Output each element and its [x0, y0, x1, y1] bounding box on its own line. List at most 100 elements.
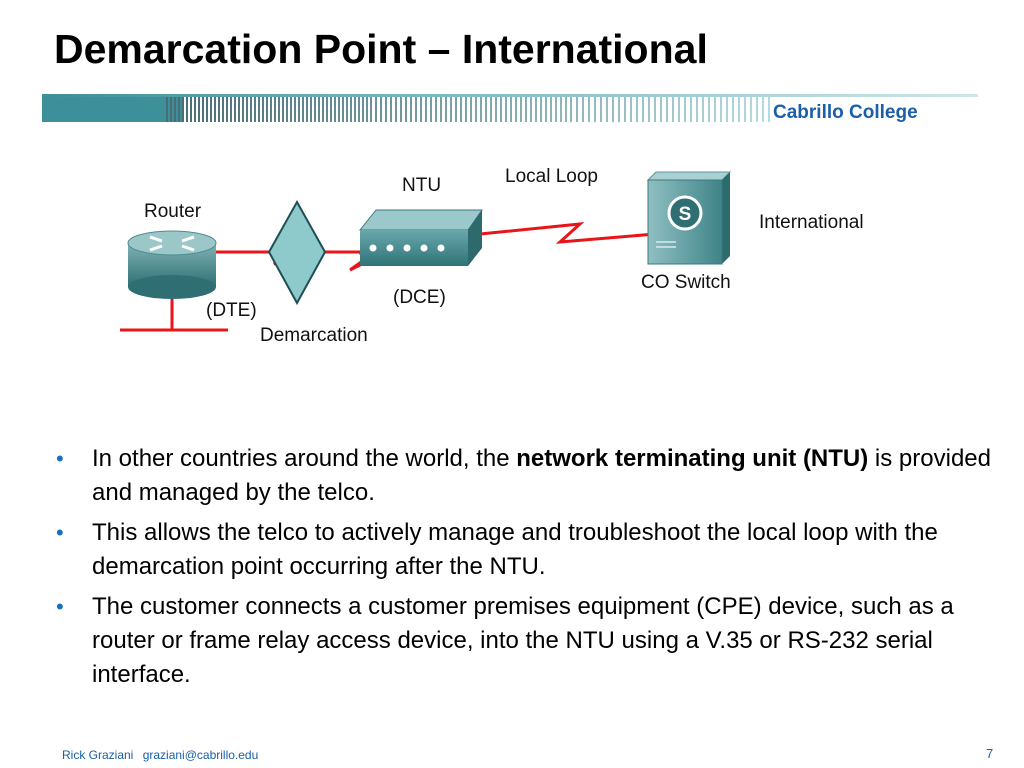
banner-stripe: [250, 97, 252, 122]
header-banner: [42, 94, 978, 122]
banner-stripe: [242, 97, 244, 122]
banner-stripe: [358, 97, 360, 122]
banner-stripe: [366, 97, 368, 122]
bullet-text: is provided and managed by the telco.: [92, 445, 991, 506]
banner-stripe: [254, 97, 256, 122]
banner-stripe: [230, 97, 232, 122]
bullet-item-cpe: • The customer connects a customer premi…: [54, 590, 1004, 692]
banner-stripe: [654, 97, 656, 122]
banner-stripe: [582, 97, 584, 122]
local-loop-line: [479, 222, 656, 244]
banner-stripe: [565, 97, 567, 122]
banner-stripe: [618, 97, 620, 122]
bullet-dot-icon: •: [56, 594, 64, 619]
banner-stripe: [390, 97, 392, 122]
banner-stripe: [206, 97, 208, 122]
banner-stripe: [330, 97, 332, 122]
banner-stripe: [490, 97, 492, 122]
banner-stripe: [338, 97, 340, 122]
banner-stripe: [714, 97, 716, 122]
banner-stripe: [395, 97, 397, 122]
bullet-dot-icon: •: [56, 446, 64, 471]
banner-stripe: [190, 97, 192, 122]
footer-email: graziani@cabrillo.edu: [142, 748, 259, 762]
banner-stripe: [174, 97, 176, 122]
router-label: Router: [144, 201, 202, 222]
banner-stripe: [690, 97, 692, 122]
banner-stripe: [430, 97, 432, 122]
banner-stripe: [246, 97, 248, 122]
banner-stripe: [594, 97, 596, 122]
footer-author: Rick Graziani: [62, 748, 134, 762]
banner-stripe: [560, 97, 562, 122]
banner-stripe: [744, 97, 746, 122]
banner-stripe: [405, 97, 407, 122]
bullet-list: • In other countries around the world, t…: [54, 442, 1004, 698]
banner-stripe: [684, 97, 686, 122]
banner-stripe: [350, 97, 352, 122]
ntu-device-icon: [358, 209, 483, 266]
banner-stripe: [672, 97, 674, 122]
banner-stripe: [334, 97, 336, 122]
banner-stripe: [756, 97, 758, 122]
banner-stripe: [170, 97, 172, 122]
banner-stripe: [342, 97, 344, 122]
dce-label: (DCE): [393, 287, 446, 308]
banner-stripe: [606, 97, 608, 122]
demarcation-label: Demarcation: [260, 325, 368, 346]
banner-stripe: [435, 97, 437, 122]
bullet-item-ntu: • In other countries around the world, t…: [54, 442, 1004, 510]
banner-stripe: [540, 97, 542, 122]
banner-stripe: [696, 97, 698, 122]
banner-stripe: [545, 97, 547, 122]
banner-stripe: [750, 97, 752, 122]
banner-stripe: [425, 97, 427, 122]
banner-stripe: [475, 97, 477, 122]
banner-stripe: [510, 97, 512, 122]
banner-stripe: [630, 97, 632, 122]
banner-stripe: [555, 97, 557, 122]
banner-stripe: [400, 97, 402, 122]
banner-stripe: [410, 97, 412, 122]
banner-stripe: [262, 97, 264, 122]
banner-stripe: [455, 97, 457, 122]
banner-stripe: [294, 97, 296, 122]
banner-stripe: [346, 97, 348, 122]
banner-stripe: [702, 97, 704, 122]
banner-stripe: [234, 97, 236, 122]
banner-stripe: [460, 97, 462, 122]
banner-stripe: [310, 97, 312, 122]
banner-stripe: [370, 97, 372, 122]
banner-stripe: [178, 97, 180, 122]
banner-stripe: [530, 97, 532, 122]
banner-stripe: [525, 97, 527, 122]
banner-stripe: [642, 97, 644, 122]
banner-stripe: [738, 97, 740, 122]
bullet-text: The customer connects a customer premise…: [92, 593, 954, 688]
bullet-bold-term: network terminating unit (NTU): [516, 445, 869, 472]
banner-stripe: [198, 97, 200, 122]
banner-stripe: [666, 97, 668, 122]
banner-stripe: [550, 97, 552, 122]
banner-stripe: [415, 97, 417, 122]
banner-stripe: [226, 97, 228, 122]
banner-stripe: [266, 97, 268, 122]
banner-stripe: [385, 97, 387, 122]
banner-stripe: [380, 97, 382, 122]
banner-stripe: [326, 97, 328, 122]
banner-stripe: [450, 97, 452, 122]
banner-stripe: [218, 97, 220, 122]
banner-stripe: [322, 97, 324, 122]
banner-stripe: [420, 97, 422, 122]
banner-stripe: [588, 97, 590, 122]
banner-stripe: [318, 97, 320, 122]
banner-stripe: [238, 97, 240, 122]
banner-stripe: [290, 97, 292, 122]
co-switch-icon: S: [646, 171, 732, 265]
banner-stripe: [576, 97, 578, 122]
bullet-text: In other countries around the world, the: [92, 445, 517, 472]
banner-stripe: [636, 97, 638, 122]
banner-stripe: [600, 97, 602, 122]
banner-stripe: [362, 97, 364, 122]
banner-stripe: [274, 97, 276, 122]
